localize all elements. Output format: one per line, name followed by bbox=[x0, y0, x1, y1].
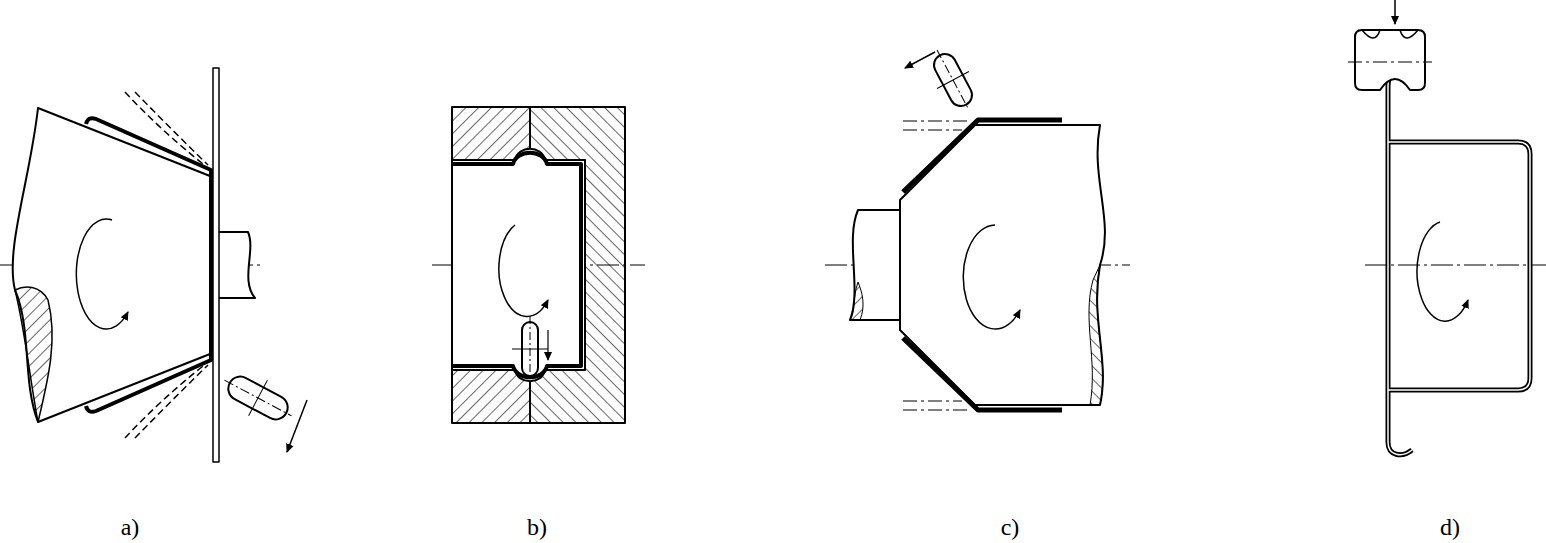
subfigure-label: c) bbox=[1001, 515, 1020, 539]
subfigure-label: d) bbox=[1440, 515, 1460, 539]
subfigure-label: a) bbox=[121, 515, 140, 539]
subfigure-label: b) bbox=[527, 515, 547, 539]
